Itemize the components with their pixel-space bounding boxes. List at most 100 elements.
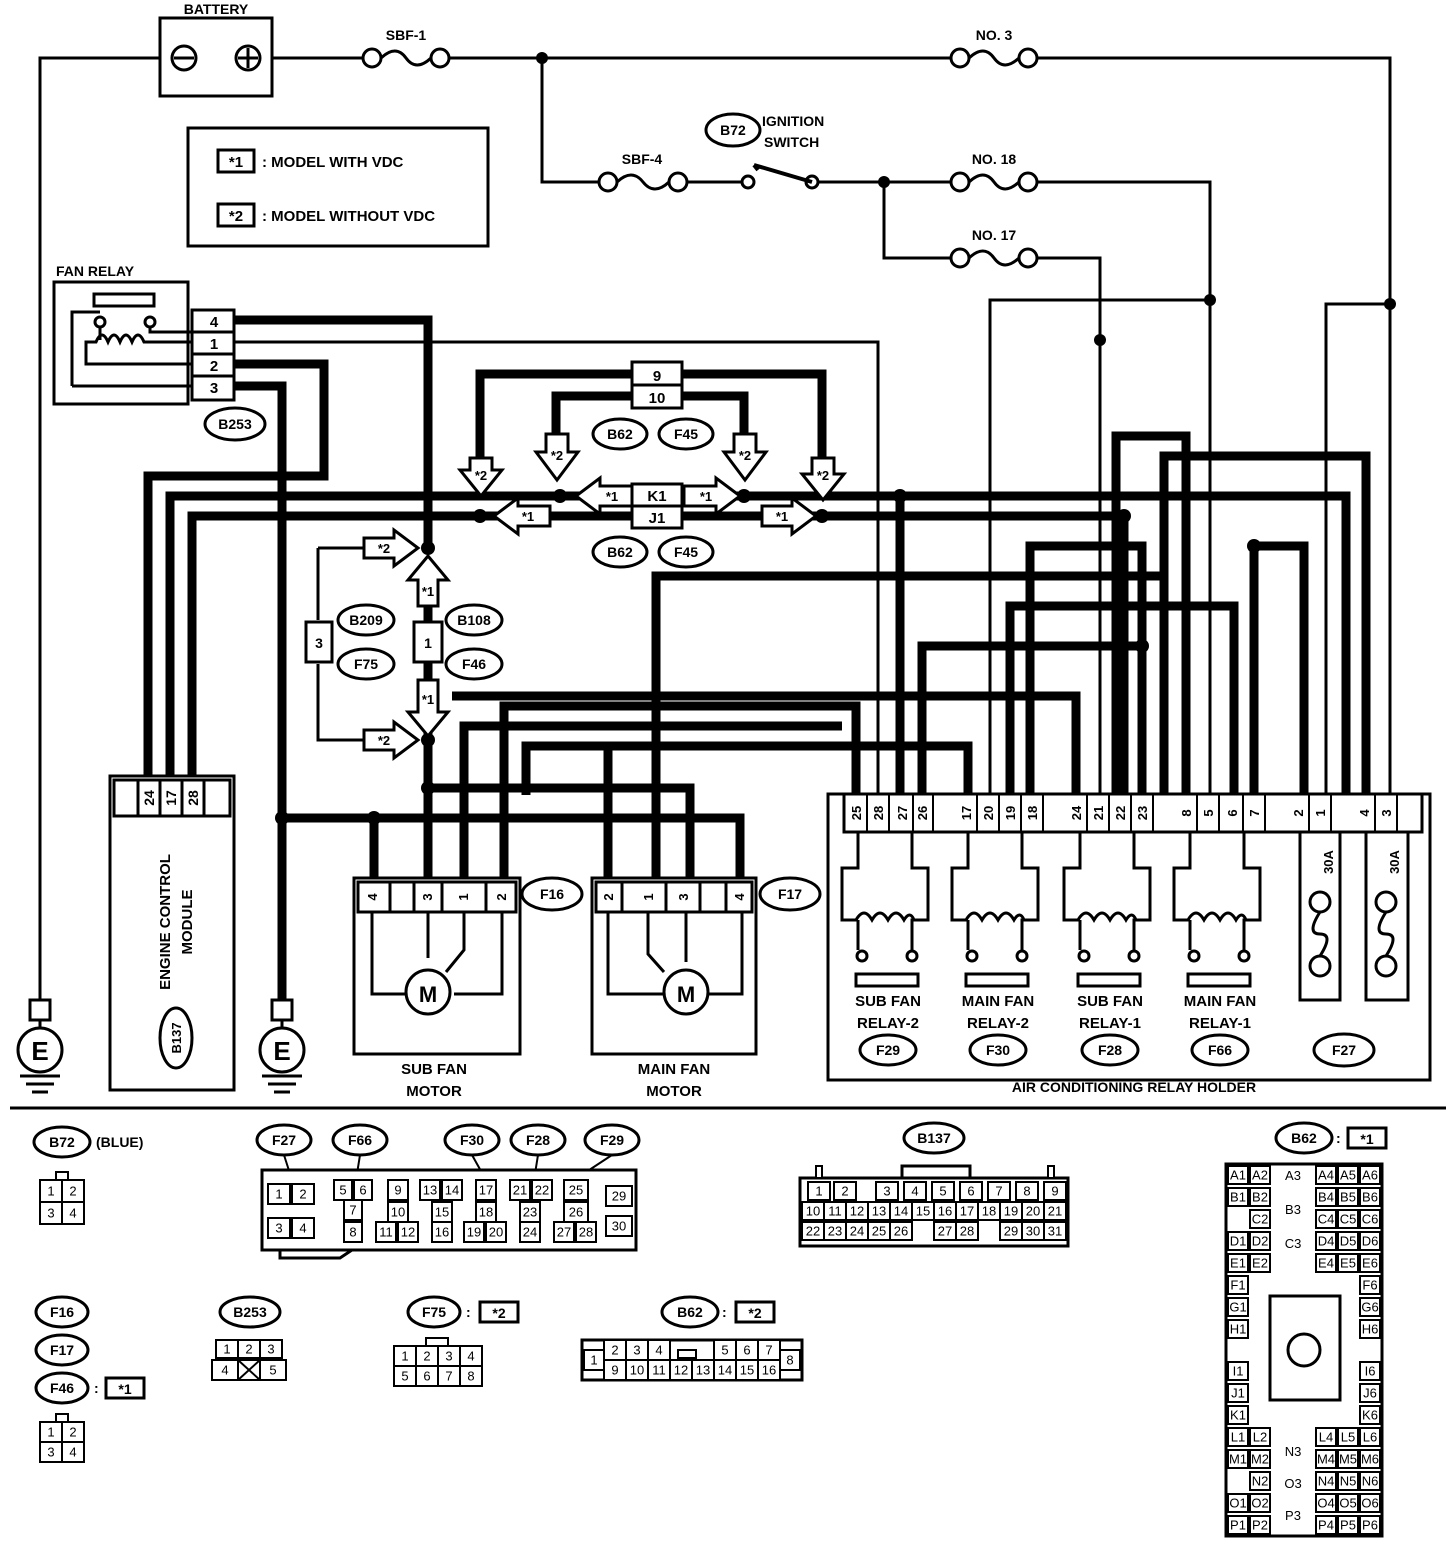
b137-pin-1: 1	[815, 1183, 822, 1198]
b62-vdc-pin-O3: O3	[1284, 1476, 1301, 1491]
b253-pin-1: 1	[223, 1342, 230, 1357]
b62-vdc-pin-M6: M6	[1361, 1451, 1379, 1466]
holder-pin-7: 7	[1247, 809, 1262, 816]
b137-pin-27: 27	[938, 1223, 952, 1238]
fuse-sbf4-label: SBF-4	[622, 151, 663, 167]
relay-block-pin-14: 14	[445, 1182, 459, 1197]
f75-pin-3: 3	[445, 1349, 452, 1364]
f16-id: F16	[50, 1304, 74, 1320]
b62-vdc-pin-B2: B2	[1252, 1189, 1268, 1204]
arrow-tag-right-3: *2	[362, 527, 421, 569]
holder-relay-1-name-2: RELAY-2	[857, 1015, 919, 1032]
relay-block-pin-1: 1	[275, 1186, 282, 1201]
holder-relay-1-connector: F29	[876, 1042, 900, 1058]
b137-pin-9: 9	[1051, 1183, 1058, 1198]
b62-vdc-pin-J6: J6	[1363, 1385, 1377, 1400]
ecm-label-1: ENGINE CONTROL	[157, 854, 174, 990]
arrow-tag-down-4: *2	[798, 456, 848, 503]
b137-pin-6: 6	[967, 1183, 974, 1198]
holder-pin-1: 1	[1313, 809, 1328, 816]
b62-vdc-pin-B1: B1	[1230, 1189, 1246, 1204]
f16-pin-3: 3	[47, 1445, 54, 1460]
main-fan-pin-4: 4	[732, 893, 747, 901]
b108-pin: 1	[424, 635, 432, 651]
b137-id: B137	[917, 1130, 951, 1146]
b62-vdc-pin-C2: C2	[1252, 1211, 1269, 1226]
relay-block-pin-3: 3	[275, 1220, 282, 1235]
ecm-connector-id: B137	[169, 1022, 184, 1053]
b62-vdc-pin-F1: F1	[1230, 1277, 1245, 1292]
junction-pin-9: 9	[653, 368, 661, 385]
relay-block-id-F28: F28	[526, 1132, 550, 1148]
b62-vdc-pin-G1: G1	[1229, 1299, 1246, 1314]
ecm-label-2: MODULE	[179, 890, 196, 955]
fan-relay-pin-4: 4	[210, 314, 219, 331]
f17-id: F17	[50, 1342, 74, 1358]
holder-pin-3: 3	[1379, 809, 1394, 816]
svg-text:*2: *2	[378, 541, 390, 556]
power-lines	[38, 52, 1396, 1000]
b137-pin-29: 29	[1004, 1223, 1018, 1238]
b62-vdc-pin-D2: D2	[1252, 1233, 1269, 1248]
b62-vdc-pin-N2: N2	[1252, 1473, 1269, 1488]
b62-vdc-pin-N6: N6	[1362, 1473, 1379, 1488]
b62-vdc-pin-D5: D5	[1340, 1233, 1357, 1248]
main-fan-connector-id: F17	[778, 886, 802, 902]
fan-relay-pin-1: 1	[210, 336, 218, 353]
b72-pin-4: 4	[69, 1206, 76, 1221]
fuse-no3: NO. 3	[949, 27, 1039, 69]
b62-vdc-pin-N5: N5	[1340, 1473, 1357, 1488]
b137-pin-21: 21	[1048, 1203, 1062, 1218]
fan-relay-pin-3: 3	[210, 380, 218, 397]
holder-fuse-connector-id: F27	[1332, 1042, 1356, 1058]
holder-pin-4: 4	[1357, 809, 1372, 817]
holder-relay-2-name-2: RELAY-2	[967, 1015, 1029, 1032]
b62-vdc-pin-K1: K1	[1230, 1407, 1246, 1422]
b62-pin-1: 1	[590, 1352, 597, 1367]
junction-pin-j1: J1	[649, 510, 666, 527]
ground-left-label: E	[31, 1036, 48, 1066]
relay-block-pin-16: 16	[435, 1224, 449, 1239]
main-fan-motor: 2 1 3 4 M F17 MAIN FAN MOTOR	[590, 876, 822, 1100]
main-fan-pin-1: 1	[641, 893, 656, 900]
legend-tag-2: *2	[229, 208, 243, 225]
fuse-no17: NO. 17	[949, 227, 1039, 269]
b62-vdc-pin-P2: P2	[1252, 1517, 1268, 1532]
b62-pin-11: 11	[652, 1362, 666, 1377]
b62-vdc-pin-grid: A1B1D1E1F1G1H1I1J1K1L1M1O1P1A2B2C2D2E2L2…	[1227, 1165, 1381, 1535]
b62-vdc-pin-O1: O1	[1229, 1495, 1246, 1510]
b62-pin-7: 7	[765, 1342, 772, 1357]
sub-fan-pin-2: 2	[494, 893, 509, 900]
b253-pin-3: 3	[267, 1342, 274, 1357]
holder-relay-4-name-2: RELAY-1	[1189, 1015, 1251, 1032]
f16-pin-4: 4	[69, 1445, 76, 1460]
ground-right: E	[258, 998, 306, 1094]
holder-fuse-2-label: 30A	[1387, 849, 1402, 873]
relay-block-pin-17: 17	[479, 1182, 493, 1197]
ignition-label-1: IGNITION	[762, 113, 824, 129]
relay-block-pin-23: 23	[523, 1204, 537, 1219]
relay-block-pin-21: 21	[513, 1182, 527, 1197]
b62-vdc-pin-A3: A3	[1285, 1168, 1301, 1183]
b62-vdc-pin-M1: M1	[1229, 1451, 1247, 1466]
b62-vdc-pin-E6: E6	[1362, 1255, 1378, 1270]
svg-text::: :	[1336, 1130, 1341, 1146]
relay-block-id-F30: F30	[460, 1132, 484, 1148]
ignition-label-2: SWITCH	[764, 134, 819, 150]
b137-pin-8: 8	[1023, 1183, 1030, 1198]
battery: BATTERY	[158, 1, 274, 98]
b137-pin-26: 26	[894, 1223, 908, 1238]
b137-pin-20: 20	[1026, 1203, 1040, 1218]
b62-pin-16: 16	[762, 1362, 776, 1377]
connector-b62-vdc: B62 : *1 A1B1D1E1F1G1H1I1J1K1L1M1O1P1A2B…	[1224, 1121, 1388, 1538]
relay-block-pin-25: 25	[569, 1182, 583, 1197]
holder-relay-1-name-1: SUB FAN	[855, 993, 921, 1010]
b62-pin-6: 6	[743, 1342, 750, 1357]
b62-vdc-pin-A6: A6	[1362, 1167, 1378, 1182]
b62-vdc-pin-L6: L6	[1363, 1429, 1377, 1444]
b62-pin-15: 15	[740, 1362, 754, 1377]
